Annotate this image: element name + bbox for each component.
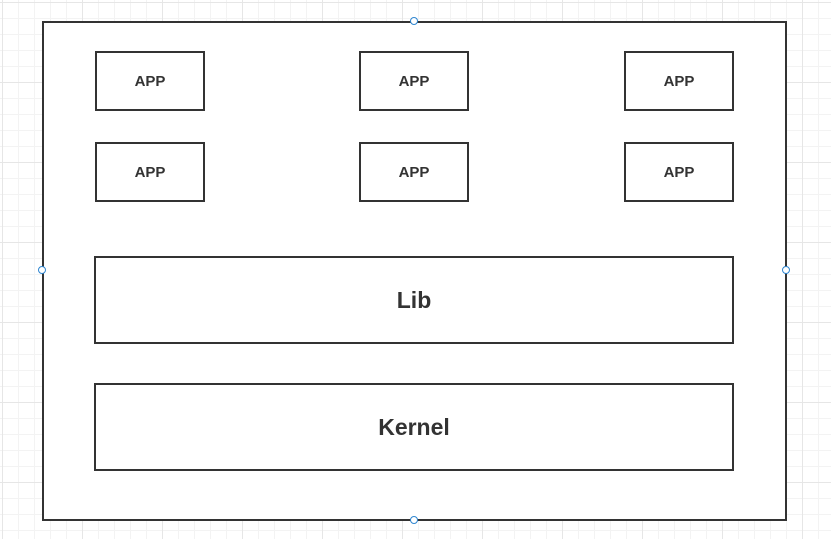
resize-handle-left[interactable] [38, 266, 46, 274]
app-label: APP [398, 72, 430, 90]
resize-handle-right[interactable] [782, 266, 790, 274]
app-label: APP [398, 163, 430, 181]
lib-label: Lib [396, 286, 432, 313]
app-box[interactable]: APP [95, 51, 205, 111]
app-box[interactable]: APP [359, 51, 469, 111]
app-box[interactable]: APP [95, 142, 205, 202]
app-label: APP [663, 163, 695, 181]
kernel-box[interactable]: Kernel [94, 383, 734, 471]
app-label: APP [134, 72, 166, 90]
app-label: APP [134, 163, 166, 181]
app-label: APP [663, 72, 695, 90]
resize-handle-top[interactable] [410, 17, 418, 25]
app-box[interactable]: APP [624, 51, 734, 111]
kernel-label: Kernel [378, 413, 450, 440]
app-box[interactable]: APP [359, 142, 469, 202]
resize-handle-bottom[interactable] [410, 516, 418, 524]
app-box[interactable]: APP [624, 142, 734, 202]
lib-box[interactable]: Lib [94, 256, 734, 344]
